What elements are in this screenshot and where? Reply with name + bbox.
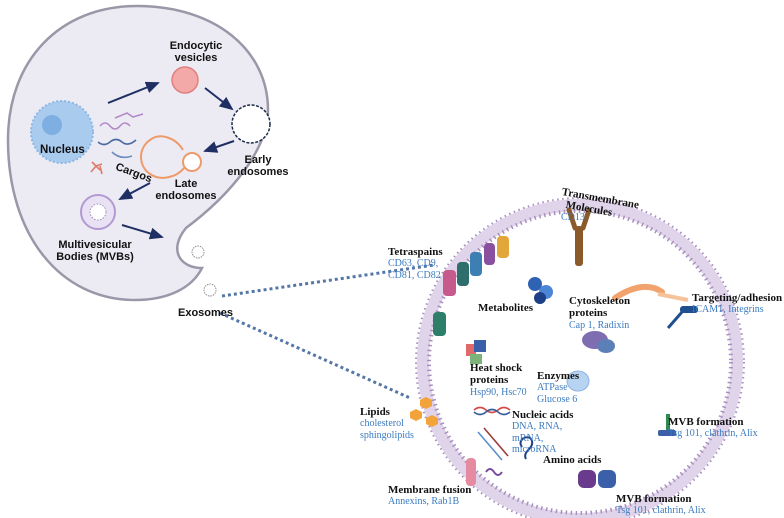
early-endosomes-label: Early endosomes <box>224 154 292 179</box>
lipids-icon <box>410 397 438 427</box>
tetraspains-item-2: CD81, CD82 <box>388 269 441 281</box>
released-exosome-icon <box>203 283 217 297</box>
lipids-label: Lipids cholesterol sphingolipids <box>360 406 414 441</box>
late-endosome-icon <box>140 135 202 179</box>
mvb-icon <box>80 194 116 230</box>
targeting-title: Targeting/adhesion <box>692 292 783 304</box>
heat-shock-label: Heat shock proteins Hsp90, Hsc70 <box>470 362 527 398</box>
heat-shock-title-2: proteins <box>470 374 509 387</box>
cell-body <box>6 4 270 302</box>
enzymes-item-2: Glucose 6 <box>537 393 578 405</box>
tetraspanin-proteins-icon <box>433 236 509 336</box>
mvb-formation-label-2: MVB formation Tsg 101, clathrin, Alix <box>616 493 706 517</box>
enzymes-label: Enzymes ATPase Glucose 6 <box>537 370 579 405</box>
tetraspains-label: Tetraspains CD63, CD9, CD81, CD82 <box>388 246 443 281</box>
metabolites-label: Metabolites <box>478 302 533 314</box>
fusion-title: Membrane fusion <box>388 484 472 496</box>
heat-shock-items: Hsp90, Hsc70 <box>470 386 527 398</box>
endocytic-vesicles-label: Endocytic vesicles <box>163 40 229 65</box>
mvb-line-1: Multivesicular <box>58 239 132 251</box>
heat-shock-title-1: Heat shock <box>470 362 523 374</box>
mvb-label: Multivesicular Bodies (MVBs) <box>40 239 150 264</box>
membrane-fusion-icon <box>466 458 503 486</box>
late-endosomes-label: Late endosomes <box>151 178 221 203</box>
nucleus-graphic <box>30 100 94 164</box>
mvb1-title: MVB formation <box>668 416 744 428</box>
cytoskeleton-icon <box>582 331 615 353</box>
cargo-molecules-icon <box>90 112 144 175</box>
cytoskeleton-items: Cap 1, Radixin <box>569 319 630 331</box>
endocytic-vesicle-icon <box>171 66 199 94</box>
early-line-2: endosomes <box>227 166 289 179</box>
endocytic-line-2: vesicles <box>174 52 218 65</box>
nucleic-acids-icon <box>473 406 511 461</box>
membrane-fusion-label: Membrane fusion Annexins, Rab1B <box>388 484 471 508</box>
released-exosome-icon <box>191 245 205 259</box>
cytoskeleton-title-2: proteins <box>569 307 608 320</box>
zoom-guide-lines <box>219 263 435 400</box>
fusion-items: Annexins, Rab1B <box>388 496 460 508</box>
cytoskeleton-title-1: Cytoskeleton <box>569 295 631 307</box>
mvb-formation-icon <box>578 414 676 488</box>
metabolites-icon <box>528 277 553 304</box>
exosome-membrane <box>415 197 745 518</box>
late-line-1: Late <box>174 178 198 190</box>
exosomes-label: Exosomes <box>178 307 234 319</box>
nucleic-acids-label: Nucleic acids DNA, RNA, mRNA, microRNA <box>512 409 573 455</box>
enzymes-icon <box>566 370 590 392</box>
early-endosome-icon <box>231 104 271 144</box>
targeting-label: Targeting/adhesion ICAM1, Integrins <box>692 292 782 316</box>
enzymes-title: Enzymes <box>537 370 580 382</box>
nucleic-title: Nucleic acids <box>512 409 574 421</box>
pathway-arrows <box>107 81 235 240</box>
targeting-adhesion-icon <box>612 283 698 329</box>
late-line-2: endosomes <box>155 190 217 203</box>
nucleic-item-1: DNA, RNA, <box>512 421 563 433</box>
enzymes-item-1: ATPase <box>537 382 568 394</box>
amino-acids-label: Amino acids <box>543 454 602 466</box>
cytoskeleton-label: Cytoskeleton proteins Cap 1, Radixin <box>569 295 630 331</box>
heat-shock-proteins-icon <box>466 340 486 364</box>
endocytic-line-1: Endocytic <box>169 40 223 52</box>
lipids-title: Lipids <box>360 406 390 418</box>
nucleus-label: Nucleus <box>40 144 85 156</box>
nucleic-item-3: microRNA <box>512 443 557 455</box>
early-line-1: Early <box>244 154 272 166</box>
tetraspains-item-1: CD63, CD9, <box>388 258 439 270</box>
nucleic-item-2: mRNA, <box>512 432 544 444</box>
lipids-item-2: sphingolipids <box>360 429 414 441</box>
mvb2-title: MVB formation <box>616 493 692 505</box>
mvb1-items: Tsg 101, clathrin, Alix <box>668 428 758 440</box>
mvb-line-2: Bodies (MVBs) <box>56 251 134 264</box>
targeting-items: ICAM1, Integrins <box>692 304 764 316</box>
lipids-item-1: cholesterol <box>360 418 404 430</box>
mvb2-items: Tsg 101, clathrin, Alix <box>616 505 706 517</box>
transmembrane-items: CD13 <box>561 212 585 223</box>
transmembrane-molecule-icon <box>566 207 592 266</box>
mvb-formation-label-1: MVB formation Tsg 101, clathrin, Alix <box>668 416 758 440</box>
amino-acids-icon <box>519 436 534 460</box>
tetraspains-title: Tetraspains <box>388 246 443 258</box>
